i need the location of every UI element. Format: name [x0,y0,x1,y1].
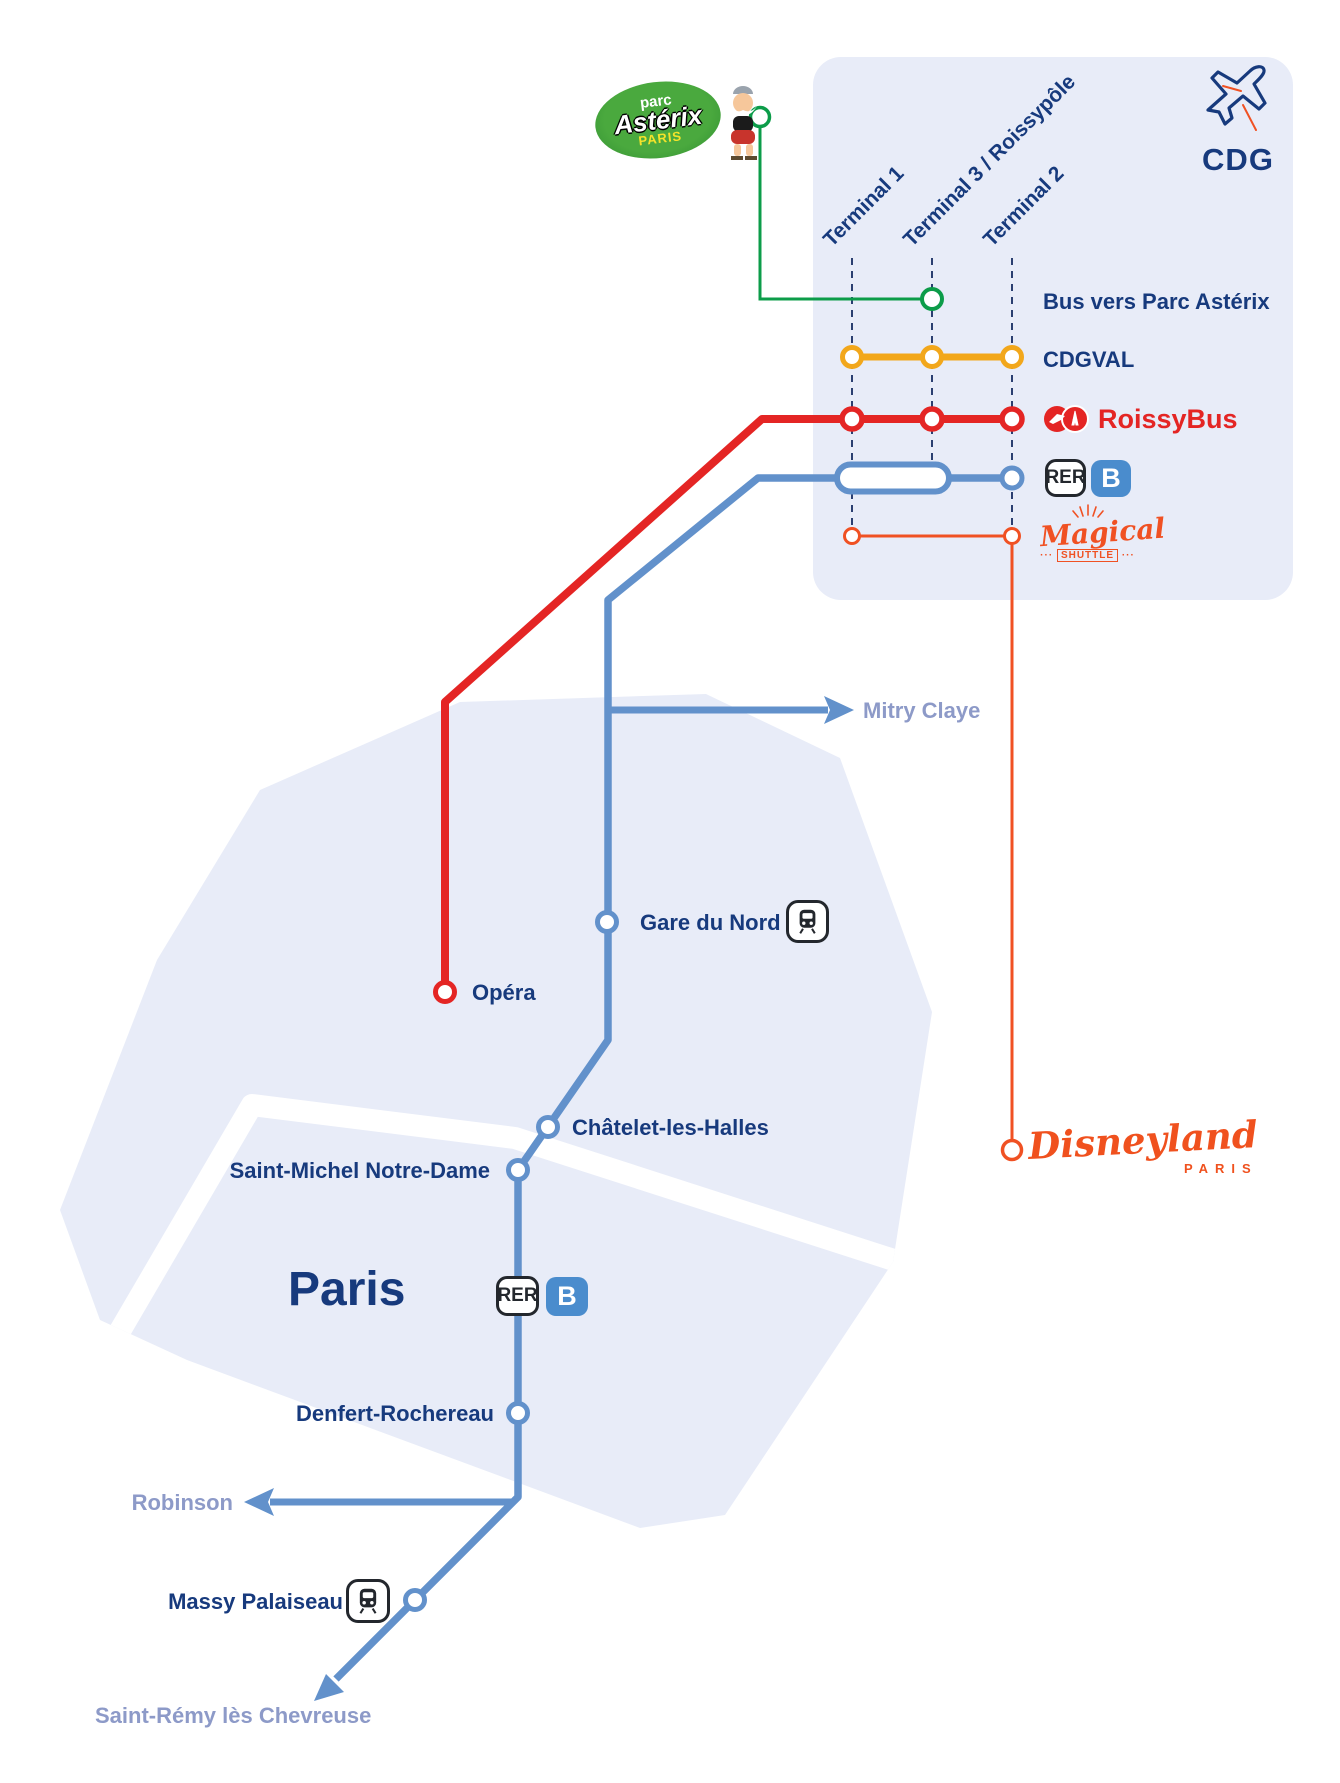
magical-shuttle-logo: Magical ··· SHUTTLE ··· [1038,503,1167,562]
opera-circle [433,980,457,1004]
robinson-label: Robinson [131,1490,233,1515]
cdgval-t3-circle [920,345,944,369]
rerb-t2-circle [999,465,1025,491]
cdgval-label: CDGVAL [1043,347,1135,372]
saint-michel-label: Saint-Michel Notre-Dame [229,1158,490,1183]
robinson-arrow-icon [244,1488,274,1516]
gare-du-nord-circle [595,910,619,934]
disneyland-city: PARIS [1183,1161,1258,1176]
saint-remy-label: Saint-Rémy lès Chevreuse [95,1703,372,1728]
cdg-airport-code: CDG [1202,142,1274,177]
rer-b-line [333,474,1012,1682]
paris-rer-b-line-badge: B [546,1277,588,1316]
roissybus-logo: RoissyBus [1043,403,1238,435]
rer-b-line-badge: B [1091,460,1131,497]
seine-river [99,1094,911,1359]
parc-asterix-bus-line [758,128,925,301]
parc-asterix-logo: parc Astérix PARIS [590,74,770,171]
denfert-circle [506,1401,530,1425]
magical-t2-circle [1003,527,1021,545]
plane-icon [1196,58,1278,140]
mitry-claye-label: Mitry Claye [863,698,981,723]
paris-rer-badge: RER [496,1276,539,1316]
roissybus-t1-circle [839,406,865,432]
gare-du-nord-train-icon [786,900,829,943]
disneyland-word: Disneyland [1027,1112,1259,1168]
roissybus-line [441,415,1012,988]
bus-asterix-stop-circle [920,287,944,311]
massy-circle [403,1588,427,1612]
denfert-label: Denfert-Rochereau [295,1401,494,1426]
asterix-character-icon [717,76,769,167]
magical-shuttle-line [852,534,1014,1141]
mitry-arrow-icon [824,696,854,724]
cdg-airport-zone [813,57,1293,600]
cdgval-t1-circle [840,345,864,369]
chatelet-circle [536,1115,560,1139]
roissybus-label: RoissyBus [1098,403,1238,434]
rer-badge: RER [1045,459,1086,497]
asterix-terminus-circle [748,105,772,129]
cdgval-t2-circle [1000,345,1024,369]
opera-label: Opéra [472,980,536,1005]
gare-du-nord-label: Gare du Nord [640,910,781,935]
disneyland-paris-logo: Disneyland PARIS [1027,1112,1259,1176]
bus-asterix-label: Bus vers Parc Astérix [1043,289,1270,314]
magical-shuttle-banner: ··· SHUTTLE ··· [1040,549,1135,562]
massy-label: Massy Palaiseau [168,1589,343,1614]
massy-train-icon [346,1579,390,1623]
parc-asterix-ellipse: parc Astérix PARIS [590,74,726,166]
magical-t1-circle [843,527,861,545]
cdg-rer-station-capsule [834,461,952,495]
saint-remy-arrow-icon [314,1674,344,1701]
roissybus-icon [1044,405,1089,433]
disneyland-circle [1000,1138,1024,1162]
roissybus-t3-circle [919,406,945,432]
chatelet-label: Châtelet-les-Halles [572,1115,769,1140]
saint-michel-circle [506,1158,530,1182]
roissybus-t2-circle [999,406,1025,432]
magical-rays-icon [1071,504,1104,518]
paris-title: Paris [288,1263,406,1316]
magical-word: Magical [1038,511,1167,554]
